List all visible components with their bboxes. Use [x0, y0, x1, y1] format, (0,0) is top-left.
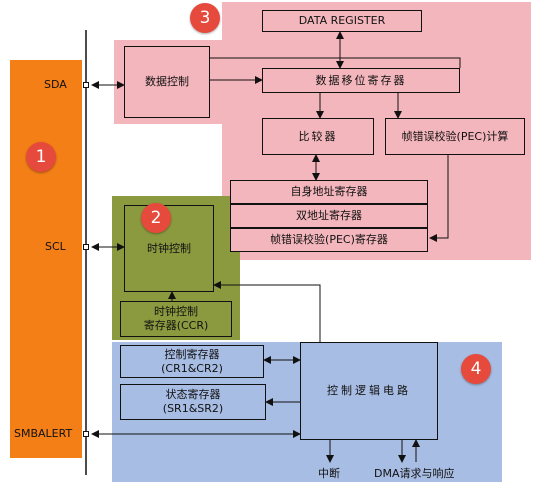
region-1-pins — [10, 60, 82, 458]
sda-label: SDA — [44, 78, 67, 91]
status-register-block: 状态寄存器 (SR1&SR2) — [120, 384, 266, 420]
dma-label: DMA请求与响应 — [374, 467, 455, 480]
pec-calc-block: 帧错误校验(PEC)计算 — [385, 118, 525, 155]
scl-pin — [83, 244, 89, 250]
data-register-block: DATA REGISTER — [262, 10, 422, 32]
badge-2: 2 — [141, 203, 171, 233]
shift-register-block: 数据移位寄存器 — [262, 68, 460, 93]
badge-3: 3 — [190, 3, 220, 33]
smbalert-label: SMBALERT — [14, 427, 73, 440]
badge-4: 4 — [461, 354, 491, 384]
smbalert-pin — [83, 431, 89, 437]
pec-register-block: 帧错误校验(PEC)寄存器 — [230, 228, 428, 252]
control-register-block: 控制寄存器 (CR1&CR2) — [120, 345, 264, 378]
data-control-block: 数据控制 — [124, 46, 210, 118]
control-logic-block: 控制逻辑电路 — [300, 342, 438, 440]
interrupt-label: 中断 — [318, 467, 340, 480]
scl-label: SCL — [45, 240, 66, 253]
sda-pin — [83, 82, 89, 88]
dual-address-register-block: 双地址寄存器 — [230, 204, 428, 228]
badge-1: 1 — [26, 142, 56, 172]
own-address-register-block: 自身地址寄存器 — [230, 180, 428, 204]
comparator-block: 比较器 — [262, 118, 374, 155]
clock-control-block: 时钟控制 — [124, 205, 214, 292]
ccr-block: 时钟控制 寄存器(CCR) — [120, 301, 232, 337]
